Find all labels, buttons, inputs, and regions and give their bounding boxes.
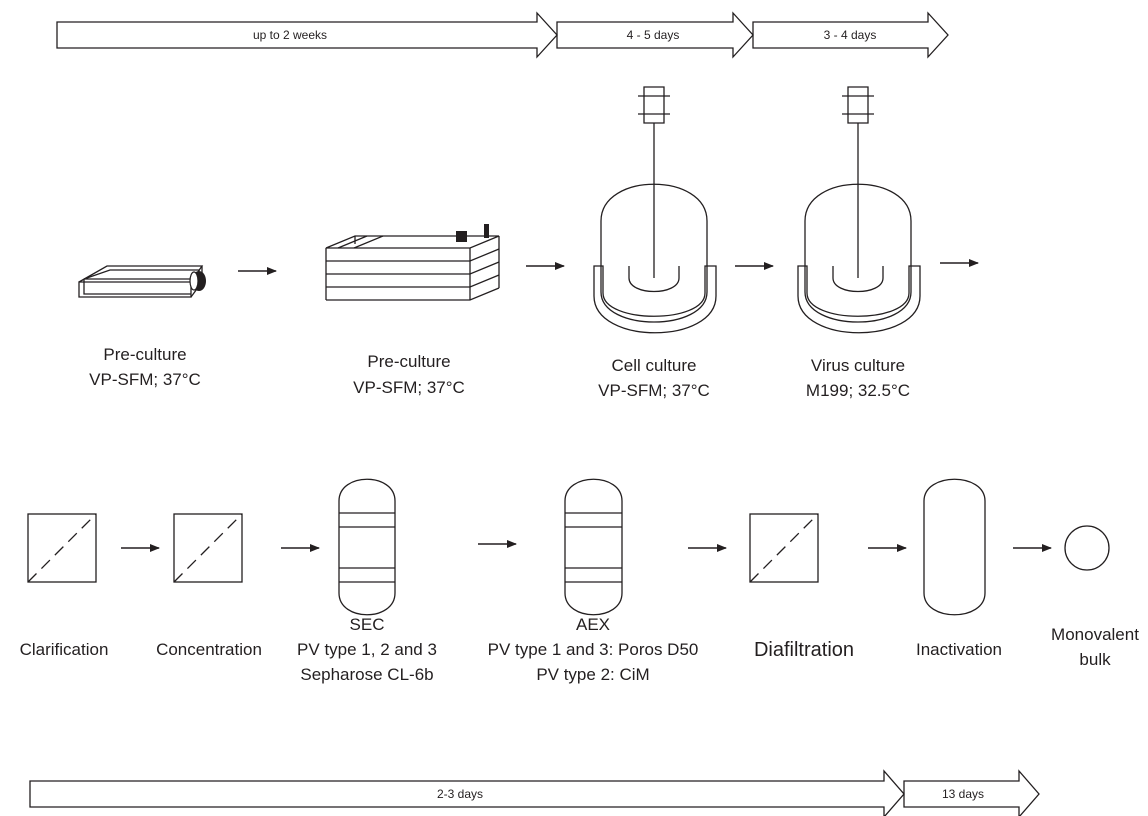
step-label-line: PV type 2: CiM	[536, 665, 649, 684]
timeline-arrow-13-days: 13 days	[903, 769, 1040, 816]
sec-column-icon	[338, 478, 396, 616]
filter-concentration-icon	[173, 513, 243, 583]
step-title: Cell culture	[611, 356, 696, 375]
timeline-arrow-4-5-days: 4 - 5 days	[556, 11, 754, 59]
bioreactor-virus-culture-icon	[797, 86, 921, 334]
timeline-arrow-3-4-days: 3 - 4 days	[752, 11, 949, 59]
step-label-concentration: Concentration	[156, 640, 262, 659]
step-title: Virus culture	[811, 356, 905, 375]
step-label-inactivation: Inactivation	[916, 640, 1002, 659]
step-label-line: PV type 1, 2 and 3	[297, 640, 437, 659]
step-detail: VP-SFM; 37°C	[598, 381, 710, 400]
step-label-line: SEC	[350, 615, 385, 634]
step-label-clarification: Clarification	[20, 640, 109, 659]
step-label-line: Monovalent	[1051, 625, 1139, 644]
upstream-step-pre-culture-1: Pre-culture VP-SFM; 37°C	[89, 345, 201, 389]
step-label-line: AEX	[576, 615, 610, 634]
step-title: Pre-culture	[367, 352, 450, 371]
downstream-timeline: 2-3 days 13 days	[29, 769, 1040, 816]
timeline-label: 4 - 5 days	[627, 28, 680, 42]
step-label-monovalent-bulk: Monovalent bulk	[1051, 625, 1139, 669]
step-title: Pre-culture	[103, 345, 186, 364]
upstream-timeline: up to 2 weeks 4 - 5 days 3 - 4 days	[56, 11, 949, 59]
monovalent-bulk-icon	[1064, 525, 1110, 571]
filter-diafiltration-icon	[749, 513, 819, 583]
step-label-sec: SEC PV type 1, 2 and 3 Sepharose CL-6b	[297, 615, 437, 684]
timeline-label: 13 days	[942, 787, 984, 801]
inactivation-vessel-icon	[923, 478, 986, 616]
bioreactor-cell-culture-icon	[593, 86, 717, 334]
step-label-line: Sepharose CL-6b	[300, 665, 433, 684]
step-detail: VP-SFM; 37°C	[89, 370, 201, 389]
filter-clarification-icon	[27, 513, 97, 583]
step-label-aex: AEX PV type 1 and 3: Poros D50 PV type 2…	[488, 615, 699, 684]
upstream-step-pre-culture-2: Pre-culture VP-SFM; 37°C	[353, 352, 465, 397]
upstream-step-virus-culture: Virus culture M199; 32.5°C	[806, 356, 910, 400]
step-detail: M199; 32.5°C	[806, 381, 910, 400]
aex-column-icon	[564, 478, 623, 616]
timeline-arrow-up-to-2-weeks: up to 2 weeks	[56, 11, 558, 59]
timeline-label: up to 2 weeks	[253, 28, 327, 42]
step-label-diafiltration: Diafiltration	[754, 639, 854, 661]
step-label-line: PV type 1 and 3: Poros D50	[488, 640, 699, 659]
timeline-arrow-2-3-days: 2-3 days	[29, 769, 905, 816]
timeline-label: 2-3 days	[437, 787, 483, 801]
step-detail: VP-SFM; 37°C	[353, 378, 465, 397]
cell-factory-icon	[325, 224, 500, 301]
t-flask-icon	[78, 265, 206, 298]
upstream-step-cell-culture: Cell culture VP-SFM; 37°C	[598, 356, 710, 400]
timeline-label: 3 - 4 days	[824, 28, 877, 42]
step-label-line: bulk	[1079, 650, 1111, 669]
